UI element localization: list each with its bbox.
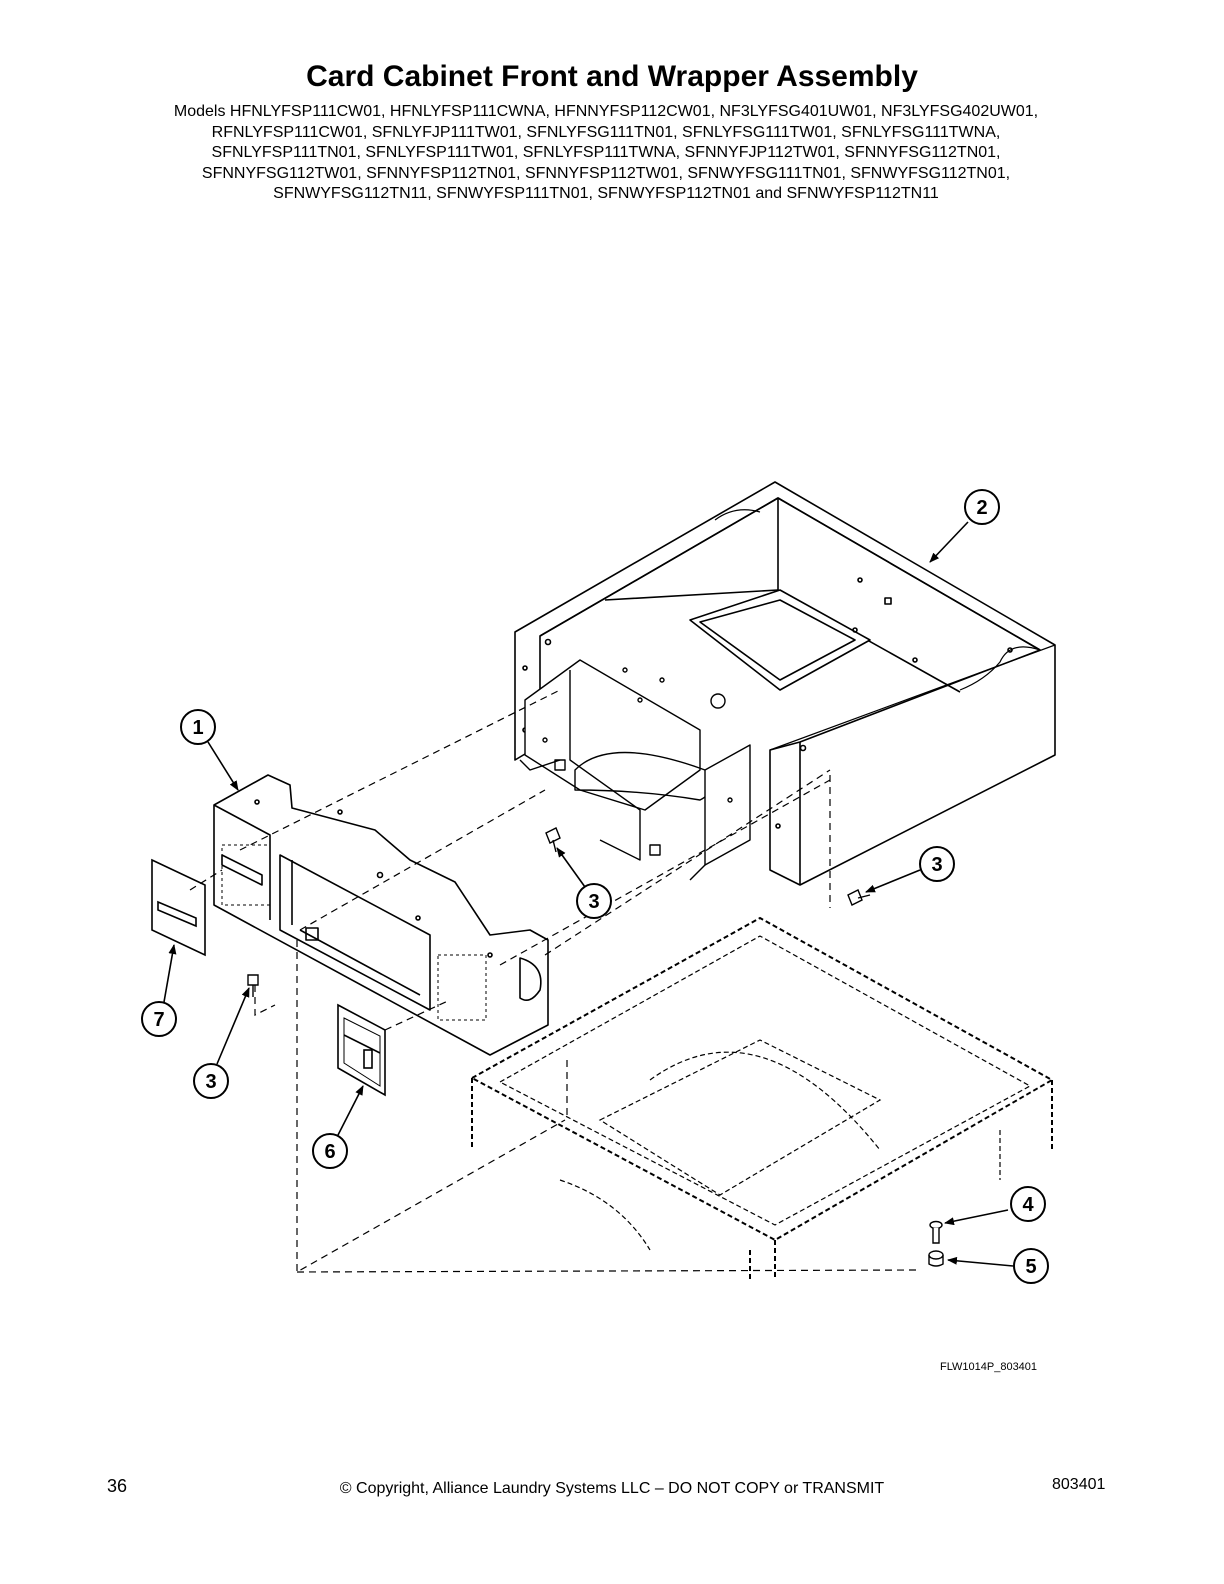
bolt-part	[929, 1220, 943, 1244]
card-label-part	[151, 858, 206, 957]
models-line: SFNNYFSG112TW01, SFNNYFSP112TN01, SFNNYF…	[201, 164, 1011, 182]
callout-bubble-4: 4	[1010, 1186, 1046, 1222]
callout-bubble-1: 1	[180, 709, 216, 745]
callout-number: 3	[588, 891, 599, 913]
copyright-notice: © Copyright, Alliance Laundry Systems LL…	[339, 1480, 885, 1497]
document-number: 803401	[1052, 1476, 1106, 1493]
models-line: SFNLYFSP111TN01, SFNLYFSP111TW01, SFNLYF…	[211, 144, 1001, 161]
callout-number: 3	[931, 854, 942, 876]
models-line: SFNWYFSG112TN11, SFNWYFSP111TN01, SFNWYF…	[273, 185, 939, 202]
callout-bubble-3: 3	[193, 1063, 229, 1099]
instruction-decal-part	[337, 1003, 386, 1097]
models-line: Models HFNLYFSP111CW01, HFNLYFSP111CWNA,…	[173, 103, 1039, 120]
models-line: RFNLYFSP111CW01, SFNLYFJP111TW01, SFNLYF…	[211, 123, 1001, 141]
assembly-guide-lines	[189, 689, 921, 1274]
callout-number: 1	[192, 717, 203, 739]
callout-number: 4	[1022, 1194, 1034, 1216]
washer-top-reference	[469, 916, 1055, 1280]
callout-number: 5	[1025, 1256, 1036, 1278]
callout-bubble-3: 3	[919, 846, 955, 882]
callout-bubble-5: 5	[1013, 1248, 1049, 1284]
callout-number: 7	[153, 1009, 164, 1031]
cabinet-front-part	[213, 774, 549, 1056]
callout-number: 2	[976, 497, 987, 519]
figure-code: FLW1014P_803401	[940, 1361, 1038, 1373]
callout-number: 3	[205, 1071, 216, 1093]
models-list: Models HFNLYFSP111CW01, HFNLYFSP111CWNA,…	[100, 102, 1112, 205]
callout-bubble-2: 2	[964, 489, 1000, 525]
callout-bubble-3: 3	[576, 883, 612, 919]
callout-number: 6	[324, 1141, 335, 1163]
page-title: Card Cabinet Front and Wrapper Assembly	[306, 60, 918, 93]
nut-part	[928, 1250, 944, 1267]
page-number: 36	[107, 1476, 128, 1496]
callout-leaders	[163, 521, 1014, 1267]
internal-bracket	[519, 659, 751, 881]
screw-part	[847, 889, 871, 906]
callout-bubble-6: 6	[312, 1133, 348, 1169]
screw-part	[545, 827, 561, 853]
screw-part	[247, 974, 259, 997]
callout-bubble-7: 7	[141, 1001, 177, 1037]
